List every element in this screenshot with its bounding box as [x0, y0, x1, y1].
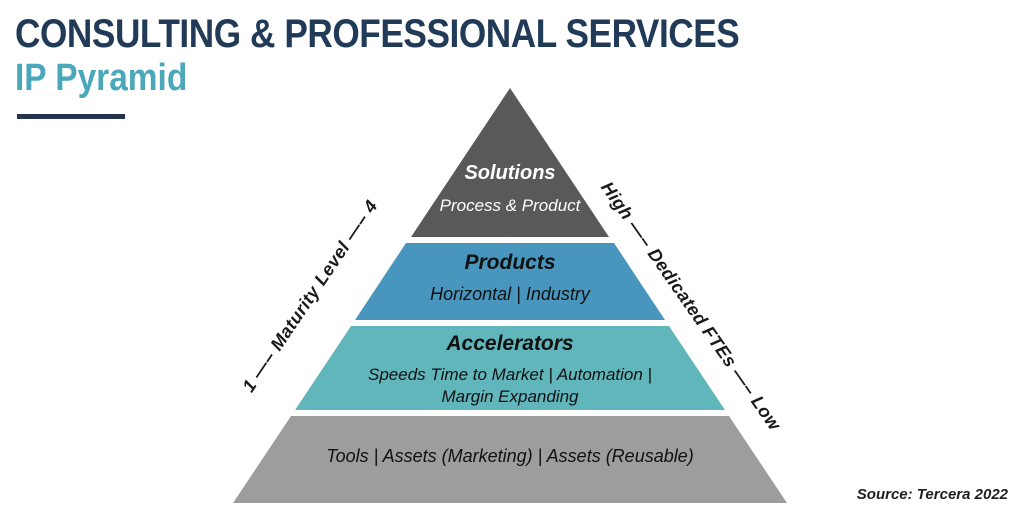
pyramid-level-accelerators-shape [295, 326, 725, 410]
pyramid-level-tools-shape [233, 416, 787, 503]
solutions-level-title: Solutions [464, 162, 556, 184]
accelerators-level-description: Speeds Time to Market | Automation | Mar… [233, 364, 787, 408]
pyramid-level-products-shape [355, 243, 665, 320]
page-title: CONSULTING & PROFESSIONAL SERVICES [15, 12, 740, 56]
products-level-description: Horizontal | Industry [430, 284, 590, 304]
source-attribution: Source: Tercera 2022 [856, 486, 1008, 503]
solutions-level-description: Process & Product [439, 196, 581, 215]
accelerators-level-title: Accelerators [446, 332, 574, 355]
accelerators-description-line1: Speeds Time to Market | Automation | [368, 365, 652, 384]
products-level-title: Products [464, 251, 556, 274]
tools-level-description: Tools | Assets (Marketing) | Assets (Reu… [326, 446, 694, 466]
page-subtitle: IP Pyramid [15, 57, 188, 99]
ip-pyramid-diagram: Solutions Process & Product Products Hor… [233, 88, 787, 503]
accelerators-description-line2: Margin Expanding [441, 387, 579, 406]
title-underline [17, 114, 125, 119]
